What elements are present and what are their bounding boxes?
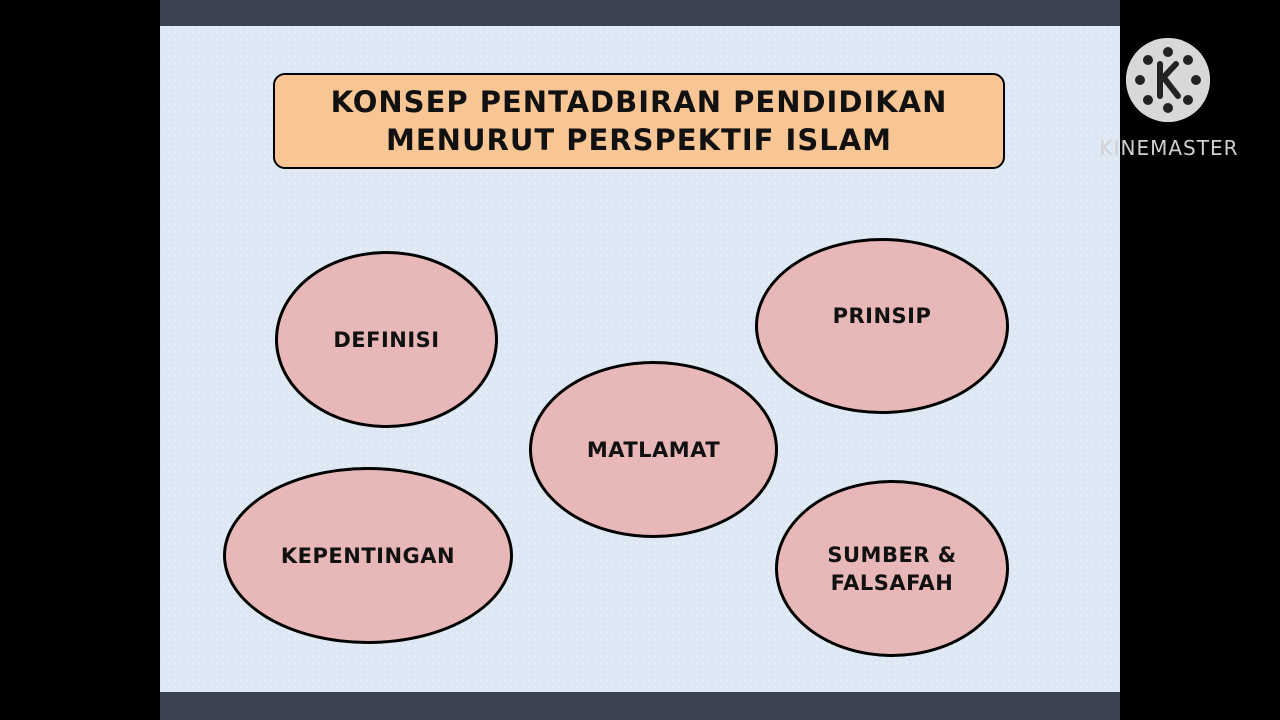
slide-bottom-bar <box>160 692 1120 720</box>
bubble-kepentingan: KEPENTINGAN <box>223 467 513 644</box>
slide-title-box: KONSEP PENTADBIRAN PENDIDIKAN MENURUT PE… <box>273 73 1005 169</box>
bubble-definisi-label: DEFINISI <box>333 327 440 352</box>
bubble-sumber-falsafah: SUMBER & FALSAFAH <box>775 480 1009 657</box>
bubble-sumber-label-line-1: SUMBER & <box>827 542 957 567</box>
slide-top-bar <box>160 0 1120 26</box>
slide-title-line-1: KONSEP PENTADBIRAN PENDIDIKAN <box>330 85 948 119</box>
bubble-sumber-label-line-2: FALSAFAH <box>830 570 954 595</box>
slide: KONSEP PENTADBIRAN PENDIDIKAN MENURUT PE… <box>160 0 1120 720</box>
kinemaster-logo-icon <box>1126 38 1210 122</box>
kinemaster-watermark-text: KINEMASTER <box>1099 136 1239 160</box>
kinemaster-watermark: KINEMASTER <box>1094 36 1244 166</box>
bubble-prinsip: PRINSIP <box>755 238 1009 414</box>
slide-title-line-2: MENURUT PERSPEKTIF ISLAM <box>386 123 892 157</box>
bubble-prinsip-label: PRINSIP <box>832 304 932 328</box>
bubble-matlamat-label: MATLAMAT <box>586 437 721 462</box>
bubble-matlamat: MATLAMAT <box>529 361 778 538</box>
bubble-definisi: DEFINISI <box>275 251 498 428</box>
bubble-kepentingan-label: KEPENTINGAN <box>280 543 456 568</box>
